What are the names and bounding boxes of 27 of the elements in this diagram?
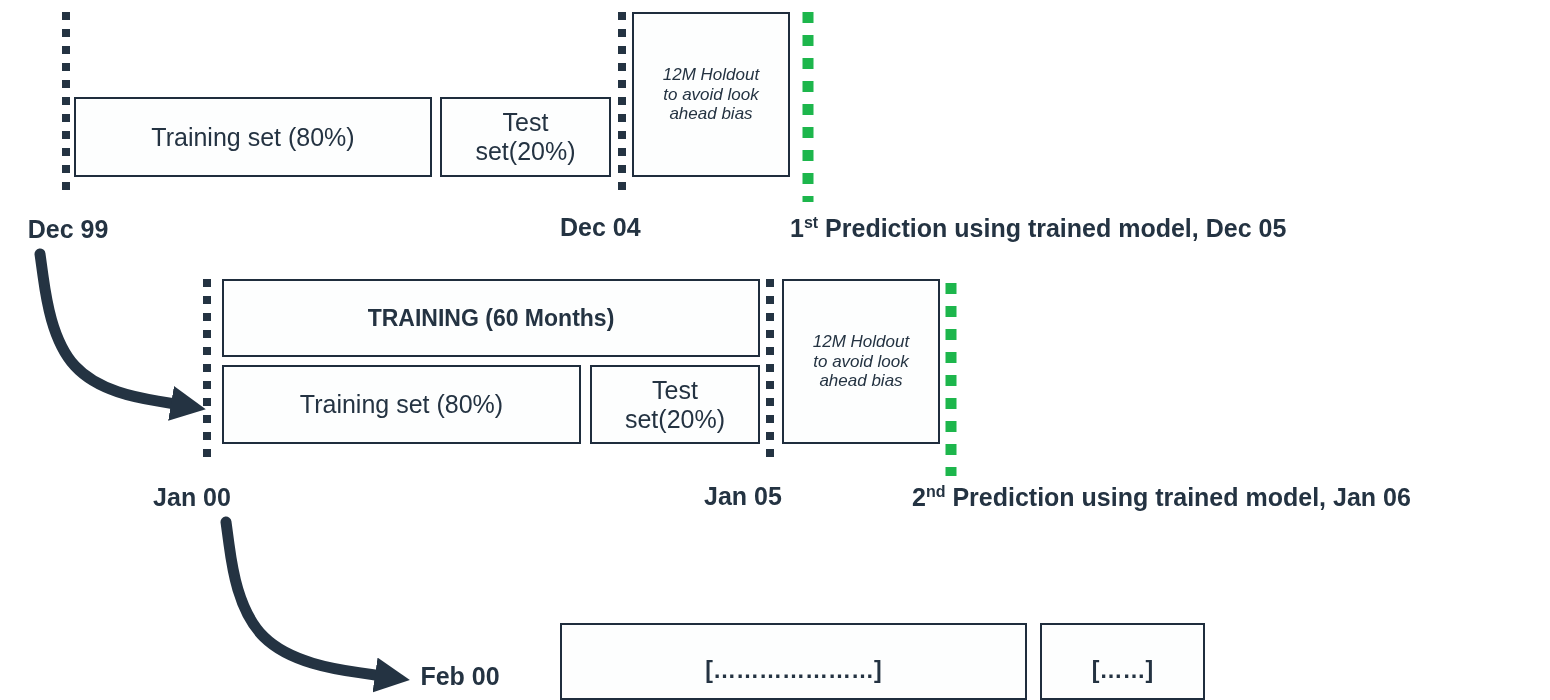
box-text: 12M Holdout to avoid look ahead bias: [811, 332, 911, 391]
period-box: [782, 279, 940, 444]
box-text: Training set (80%): [151, 122, 355, 152]
timeline-label: Jan 05: [704, 484, 782, 509]
box-text: Test set(20%): [623, 375, 726, 434]
box-text: Training set (80%): [299, 390, 504, 419]
period-box: [222, 365, 581, 444]
period-box: [74, 97, 432, 177]
box-text: 12M Holdout to avoid look ahead bias: [661, 65, 761, 124]
period-box: [632, 12, 790, 177]
period-box: [222, 279, 760, 357]
box-text: TRAINING (60 Months): [367, 304, 615, 332]
timeline-label: Dec 04: [560, 215, 641, 240]
period-box: [560, 623, 1027, 700]
date-label: Dec 99: [27, 214, 109, 244]
curved-arrow: [220, 516, 410, 693]
timeline-label: 2$^{nd}$ Prediction using trained model, Jan 06: [912, 484, 1411, 511]
period-box: [1040, 623, 1205, 700]
box-text: […………………]: [705, 657, 882, 684]
timeline-label: 1$^{st}$ Prediction using trained model, Dec 05: [790, 215, 1287, 242]
date-label: Feb 00: [420, 661, 500, 691]
date-label: Jan 00: [153, 482, 231, 512]
box-text: Test set(20%): [474, 108, 577, 166]
curved-arrow: [34, 248, 206, 421]
period-box: [590, 365, 760, 444]
box-text: [……]: [1091, 657, 1154, 684]
period-box: [440, 97, 611, 177]
